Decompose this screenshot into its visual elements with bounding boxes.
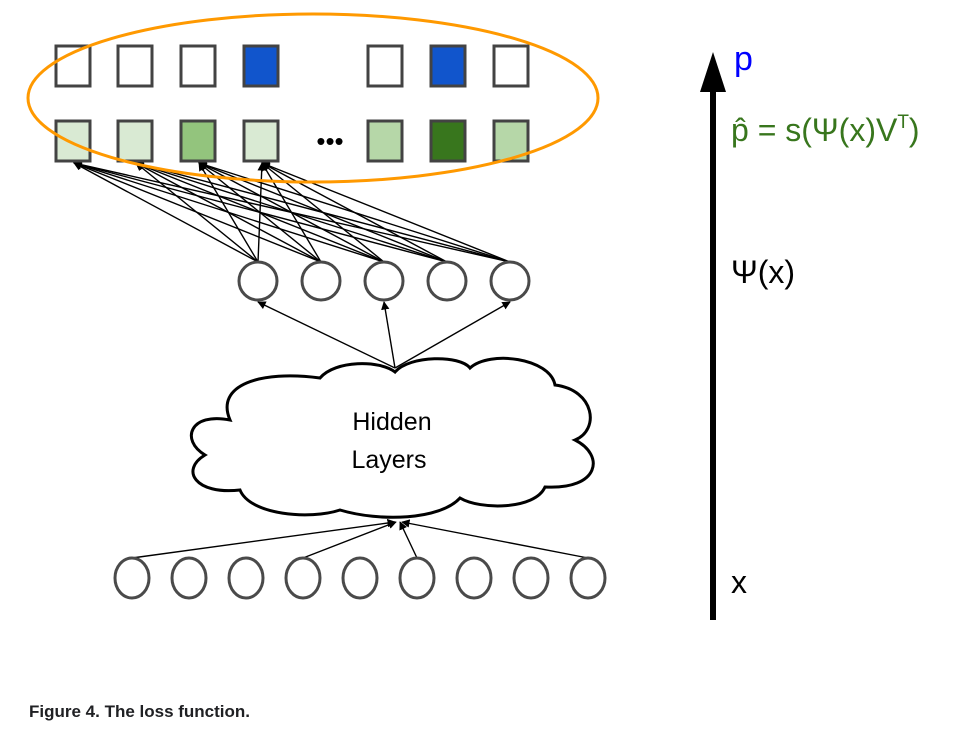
label-p: p [734, 40, 753, 78]
input-unit [512, 556, 550, 600]
hidden-to-embedding-edge [394, 301, 511, 369]
hidden-layers-cloud [189, 356, 595, 519]
label-cell-positive [429, 44, 467, 88]
embedding-unit [426, 260, 468, 302]
prediction-cell [179, 119, 217, 163]
formula-main: p̂ = s(Ψ(x)V [731, 112, 898, 148]
input-to-hidden-edge [399, 521, 418, 559]
label-vector-row [54, 44, 530, 88]
fc-edge [73, 160, 511, 263]
embedding-unit [300, 260, 342, 302]
label-cell-empty [492, 44, 530, 88]
ellipsis-dots: ••• [316, 126, 343, 156]
hidden-to-embedding-edge [257, 301, 396, 369]
formula-close: ) [909, 112, 920, 148]
input-unit [398, 556, 436, 600]
input-unit [455, 556, 493, 600]
label-cell-empty [179, 44, 217, 88]
label-cell-empty [366, 44, 404, 88]
embedding-unit [237, 260, 279, 302]
cloud-label-line1: Hidden [352, 408, 431, 436]
fc-edge [73, 161, 385, 263]
prediction-cell [242, 119, 280, 163]
flow-arrow-head-icon [700, 52, 726, 92]
input-unit [569, 556, 607, 600]
figure-caption: Figure 4. The loss function. [29, 702, 251, 721]
fc-edge [73, 161, 322, 263]
label-cell-positive [242, 44, 280, 88]
fc-edge [73, 162, 259, 263]
prediction-vector-row [54, 119, 530, 163]
input-to-hidden-edges [131, 518, 589, 559]
embedding-units-row [237, 260, 531, 302]
input-unit [284, 556, 322, 600]
label-prediction-formula: p̂ = s(Ψ(x)VT) [731, 112, 920, 148]
fully-connected-edges [73, 160, 511, 263]
input-unit [227, 556, 265, 600]
label-input-x: x [731, 564, 747, 600]
input-unit [170, 556, 208, 600]
cloud-label-line2: Layers [351, 446, 426, 474]
fc-edge [73, 160, 448, 263]
label-cell-empty [116, 44, 154, 88]
hidden-to-embedding-edge [381, 301, 396, 369]
prediction-cell [54, 119, 92, 163]
input-to-hidden-edge [131, 518, 396, 559]
input-units-row [113, 556, 607, 600]
fc-edge [261, 161, 511, 263]
label-embedding: Ψ(x) [731, 254, 795, 290]
input-unit [113, 556, 151, 600]
input-to-hidden-edge [401, 519, 589, 559]
formula-superscript: T [897, 112, 909, 133]
fc-edge [135, 160, 511, 263]
prediction-cell [366, 119, 404, 163]
prediction-cell [429, 119, 467, 163]
input-unit [341, 556, 379, 600]
embedding-unit [363, 260, 405, 302]
hidden-to-embedding-edges [257, 301, 511, 369]
fc-edge [198, 161, 511, 263]
input-to-hidden-edge [302, 520, 397, 559]
embedding-unit [489, 260, 531, 302]
label-cell-empty [54, 44, 92, 88]
highlight-ellipse [26, 12, 600, 184]
prediction-cell [116, 119, 154, 163]
